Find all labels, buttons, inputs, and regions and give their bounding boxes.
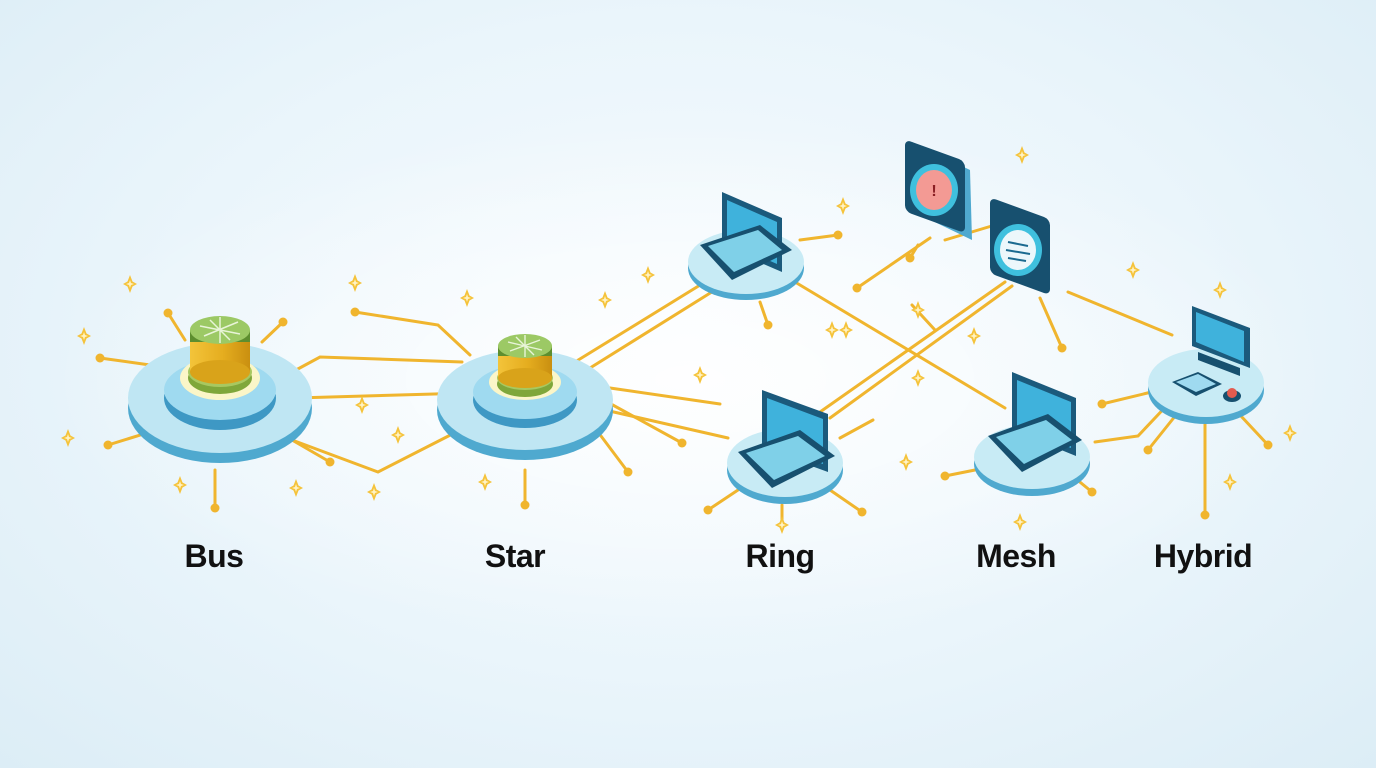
laptop-icon bbox=[988, 372, 1082, 472]
document-lines-icon bbox=[1005, 241, 1031, 262]
laptop-icon bbox=[738, 390, 835, 488]
ring-top-laptop-node[interactable] bbox=[688, 192, 804, 300]
hybrid-desktop-node[interactable] bbox=[1148, 306, 1264, 424]
topology-label-bus: Bus bbox=[184, 538, 244, 574]
svg-text:!: ! bbox=[931, 183, 936, 200]
server-hub-icon bbox=[190, 316, 250, 384]
mouse-button-icon bbox=[1227, 388, 1237, 398]
alert-panel-node[interactable]: ! bbox=[905, 139, 972, 240]
server-hub-icon bbox=[498, 334, 552, 388]
ring-bottom-laptop-node[interactable] bbox=[727, 390, 843, 504]
laptop-icon bbox=[700, 192, 792, 280]
mesh-laptop-node[interactable] bbox=[974, 372, 1090, 496]
topology-label-hybrid: Hybrid bbox=[1153, 538, 1253, 574]
topology-label-ring: Ring bbox=[745, 538, 815, 574]
star-node[interactable] bbox=[437, 334, 613, 460]
link-endpoints bbox=[95, 230, 1273, 520]
desktop-computer-icon bbox=[1172, 306, 1250, 402]
document-panel-node[interactable] bbox=[990, 197, 1050, 295]
topology-label-star: Star bbox=[484, 538, 546, 574]
bus-node[interactable] bbox=[128, 316, 312, 463]
alert-icon bbox=[916, 170, 952, 210]
topology-label-mesh: Mesh bbox=[976, 538, 1056, 574]
